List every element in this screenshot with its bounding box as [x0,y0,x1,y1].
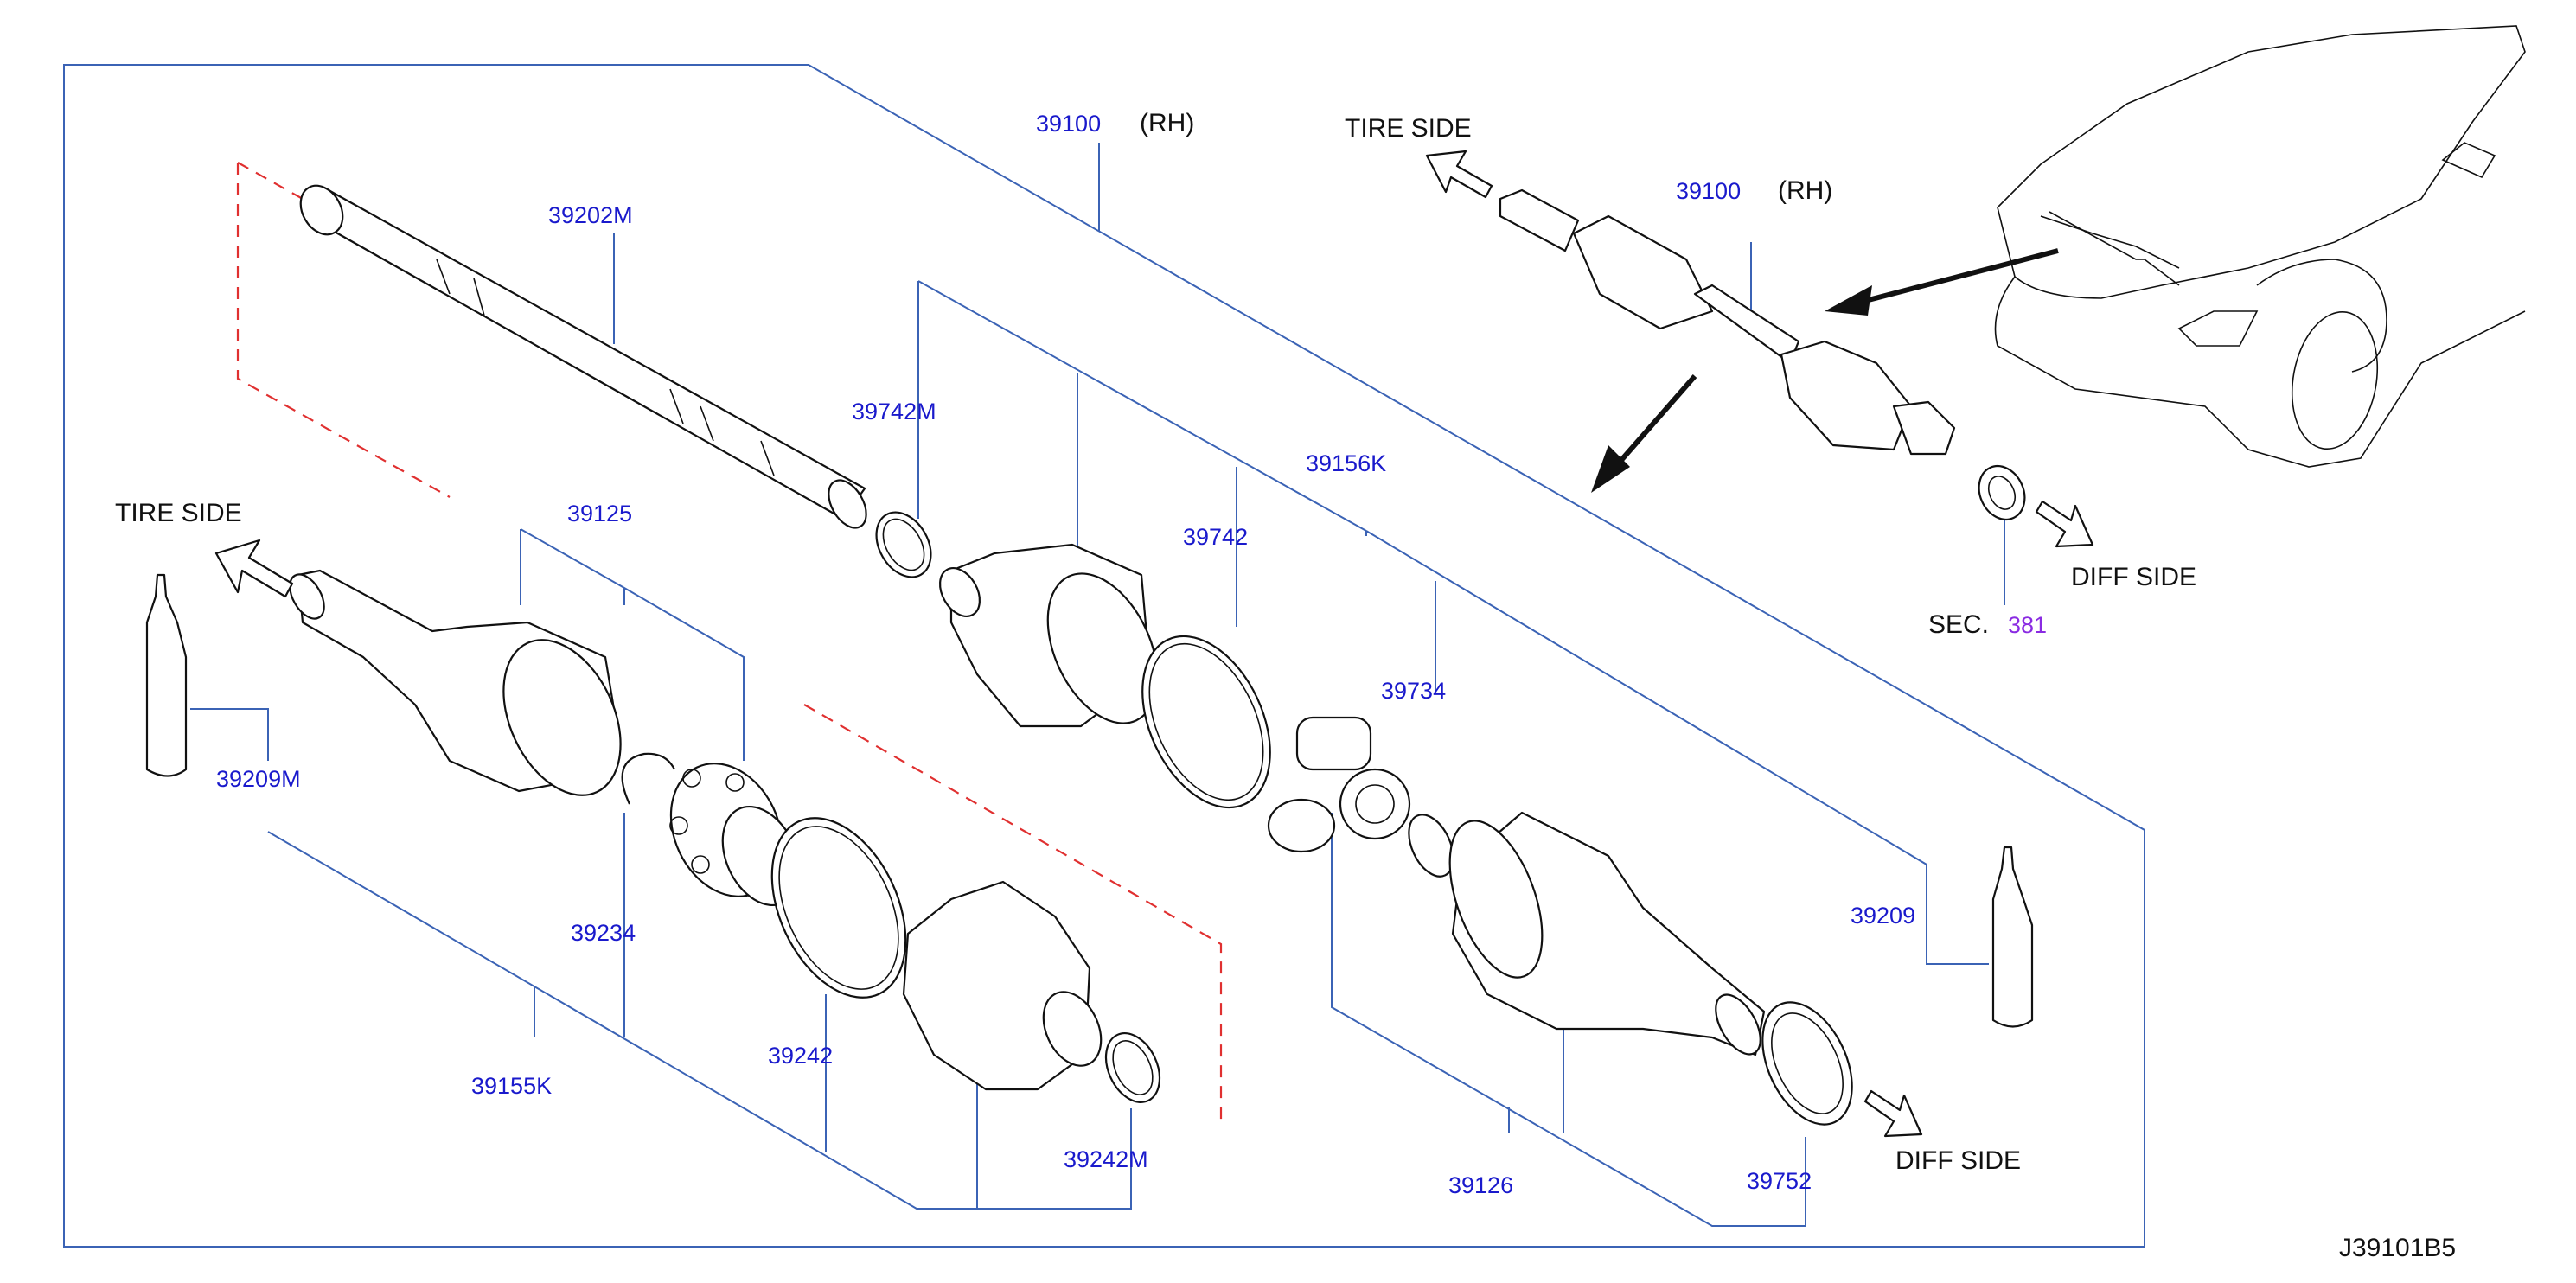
part-spider-39156K [1267,716,1411,853]
label-39100-inset: 39100 [1676,178,1741,204]
part-outer-joint-39125 [289,569,622,796]
label-39209M: 39209M [216,766,301,792]
label-tire-side-top: TIRE SIDE [1345,114,1472,143]
label-rh-inset: (RH) [1778,176,1832,205]
part-seal-39752 [1761,1001,1853,1126]
part-clamp-39242M [1104,1032,1161,1103]
label-sec-number: 381 [2008,612,2047,638]
part-band-39242 [770,817,907,999]
part-shaft-39100-inset [1499,188,2026,520]
label-39100-main: 39100 [1036,111,1101,137]
label-diff-side-bottom: DIFF SIDE [1895,1146,2021,1175]
part-snap-ring-39734 [1408,814,1454,878]
label-39126: 39126 [1448,1172,1513,1198]
dashed-guides [236,162,1223,1120]
part-inner-joint-39126 [1448,811,1766,1056]
label-rh-main: (RH) [1140,109,1194,137]
label-39742: 39742 [1183,524,1248,550]
part-grease-39209M [145,573,188,777]
label-39125: 39125 [567,501,632,527]
part-shaft-39202M [299,184,867,529]
car-silhouette [1994,25,2526,468]
label-39209: 39209 [1851,903,1915,929]
label-diff-side-top: DIFF SIDE [2071,563,2196,591]
label-39156K: 39156K [1306,450,1386,476]
label-39202M: 39202M [548,202,633,228]
label-39242M: 39242M [1064,1146,1148,1172]
diff-side-bottom-arrow-icon [1863,1089,1923,1138]
label-39734: 39734 [1381,678,1446,704]
tire-side-top-arrow-icon [1425,150,1493,199]
label-tire-side-left: TIRE SIDE [115,499,242,527]
diff-side-top-arrow-icon [2035,500,2094,548]
label-sec-prefix: SEC. [1928,610,1989,639]
part-boot-outer [902,880,1103,1091]
pointer-arrows [1591,248,2059,493]
label-39242: 39242 [768,1043,833,1069]
part-band-39742 [1141,635,1271,809]
part-labels: 39100 (RH) 39100 (RH) 39202M 39742M 3915… [115,109,2456,1262]
part-boot-inner [938,543,1159,728]
label-39155K: 39155K [471,1073,552,1099]
part-circlip-39234 [621,752,675,805]
label-39234: 39234 [571,920,636,946]
leader-lines [190,143,2005,1227]
part-grease-39209 [1991,846,2034,1028]
frame-lines [63,64,2145,1248]
diagram-code: J39101B5 [2339,1234,2456,1262]
label-39752: 39752 [1747,1168,1812,1194]
part-clamp-39742M [875,511,932,578]
tire-side-left-arrow-icon [214,539,294,598]
label-39742M: 39742M [852,399,936,424]
